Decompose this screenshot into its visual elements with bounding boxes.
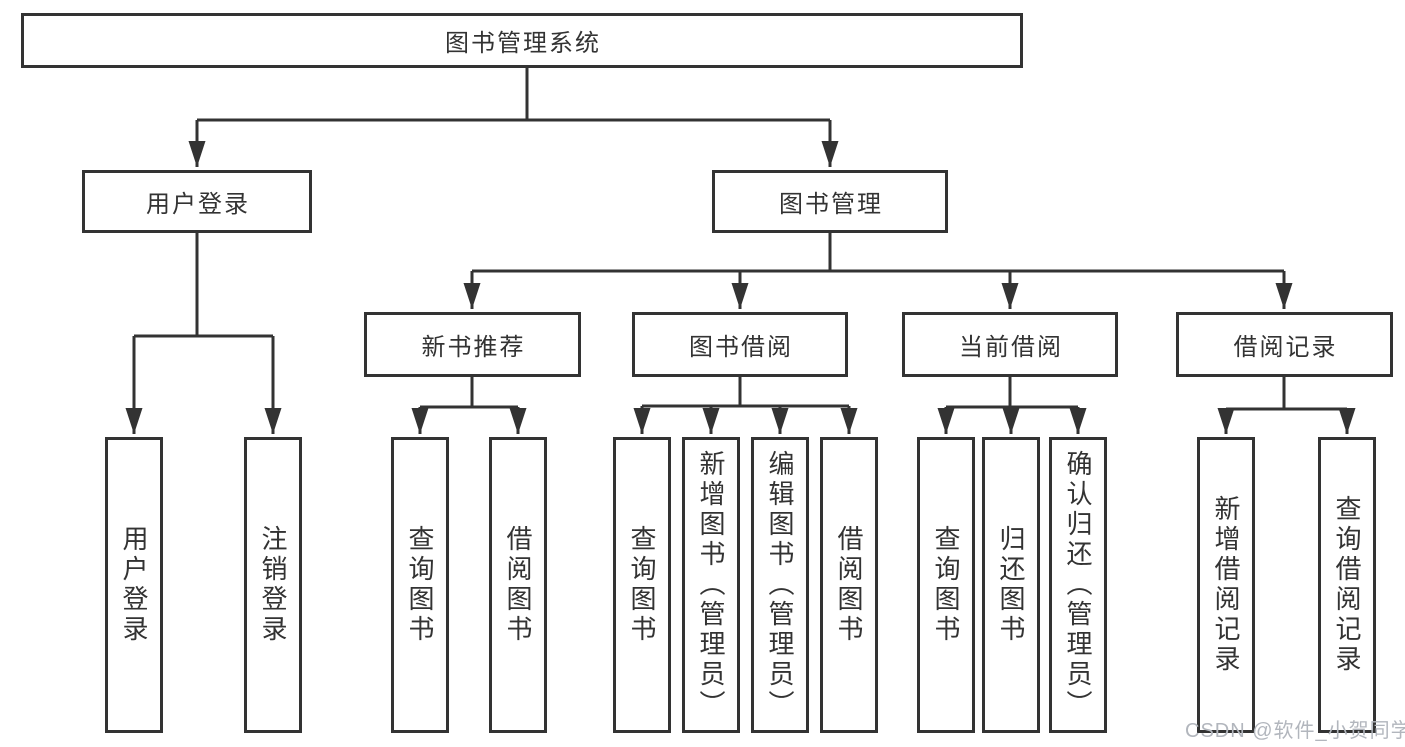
node-book-borrow-label: 图书借阅 — [689, 334, 793, 361]
leaf-add-borrow-record: 新增借阅记录 — [1197, 437, 1255, 733]
leaf-add-borrow-record-label: 新增借阅记录 — [1211, 495, 1241, 675]
leaf-current-query-books: 查询图书 — [917, 437, 975, 733]
connectors-book-management-branch — [463, 233, 1293, 309]
node-current-borrow: 当前借阅 — [902, 312, 1118, 377]
connectors-root-to-level2 — [188, 68, 839, 167]
leaf-query-borrow-record-label: 查询借阅记录 — [1332, 495, 1362, 675]
leaf-borrow-query-books: 查询图书 — [613, 437, 671, 733]
leaf-recommend-borrow-books-label: 借阅图书 — [503, 525, 533, 645]
node-user-login: 用户登录 — [82, 170, 312, 233]
leaf-add-books-admin-label: 新增图书（管理员） — [696, 450, 726, 720]
leaf-edit-books-admin: 编辑图书（管理员） — [751, 437, 809, 733]
leaf-recommend-borrow-books: 借阅图书 — [489, 437, 547, 733]
node-new-book-recommend-label: 新书推荐 — [421, 334, 526, 361]
leaf-logout-label: 注销登录 — [258, 525, 288, 645]
leaf-user-login-label: 用户登录 — [119, 525, 149, 645]
node-book-management: 图书管理 — [712, 170, 948, 233]
node-borrow-records-label: 借阅记录 — [1233, 334, 1338, 361]
node-borrow-records: 借阅记录 — [1176, 312, 1393, 377]
leaf-user-login: 用户登录 — [105, 437, 163, 733]
connectors-borrow-records-branch — [1217, 377, 1356, 434]
leaf-recommend-query-books-label: 查询图书 — [405, 525, 435, 645]
leaf-logout: 注销登录 — [244, 437, 302, 733]
node-book-management-label: 图书管理 — [779, 191, 883, 218]
connectors-book-borrow-branch — [633, 377, 858, 434]
leaf-recommend-query-books: 查询图书 — [391, 437, 449, 733]
leaf-borrow-query-books-label: 查询图书 — [627, 525, 657, 645]
leaf-confirm-return-admin-label: 确认归还（管理员） — [1063, 450, 1093, 720]
leaf-current-query-books-label: 查询图书 — [931, 525, 961, 645]
leaf-confirm-return-admin: 确认归还（管理员） — [1049, 437, 1107, 733]
leaf-return-books: 归还图书 — [982, 437, 1040, 733]
node-book-borrow: 图书借阅 — [632, 312, 848, 377]
leaf-borrow-books-label: 借阅图书 — [834, 525, 864, 645]
leaf-query-borrow-record: 查询借阅记录 — [1318, 437, 1376, 733]
leaf-return-books-label: 归还图书 — [996, 525, 1026, 645]
node-root-label: 图书管理系统 — [445, 30, 601, 57]
connectors-current-borrow-branch — [937, 377, 1087, 434]
node-current-borrow-label: 当前借阅 — [959, 334, 1063, 361]
leaf-edit-books-admin-label: 编辑图书（管理员） — [765, 450, 795, 720]
node-new-book-recommend: 新书推荐 — [364, 312, 581, 377]
node-root: 图书管理系统 — [21, 13, 1023, 68]
leaf-borrow-books: 借阅图书 — [820, 437, 878, 733]
leaf-add-books-admin: 新增图书（管理员） — [682, 437, 740, 733]
connectors-new-book-branch — [411, 377, 527, 434]
csdn-watermark: CSDN @软件_小贺同学 — [1185, 720, 1405, 742]
connectors-user-login-branch — [125, 233, 282, 434]
node-user-login-label: 用户登录 — [146, 191, 250, 218]
